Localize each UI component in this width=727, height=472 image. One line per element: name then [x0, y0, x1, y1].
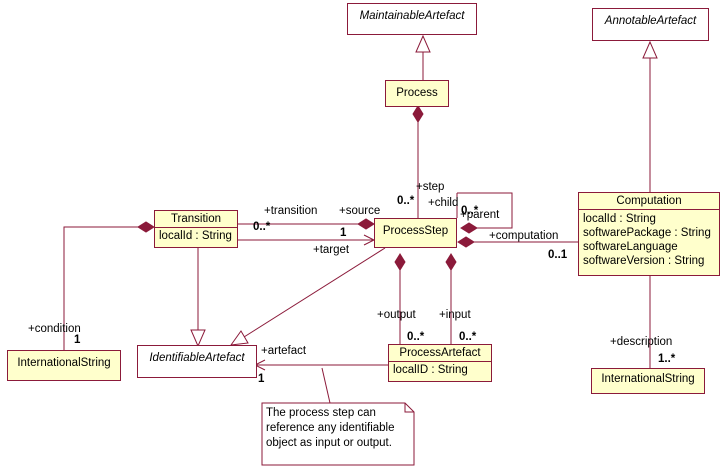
role-child: +child: [428, 197, 459, 209]
mult-output: 0..*: [407, 331, 425, 343]
class-identifiable-artefact: IdentifiableArtefact: [137, 345, 257, 378]
mult-transition: 0..*: [253, 221, 271, 233]
note-anchor-line: [321, 367, 331, 404]
role-source: +source: [339, 205, 381, 217]
class-process-artefact: ProcessArtefact localID : String: [388, 344, 492, 382]
note-shape: [261, 402, 415, 466]
diamond-computation: [457, 236, 475, 248]
mult-child: 0..*: [461, 205, 479, 217]
assoc-self-child-parent: [457, 192, 513, 229]
mult-artefact: 1: [258, 373, 265, 385]
class-international-string-right: InternationalString: [591, 368, 705, 394]
class-transition-attr: localId : String: [159, 230, 232, 242]
class-transition: Transition localId : String: [154, 210, 238, 248]
class-process: Process: [385, 80, 449, 107]
class-computation: Computation localId : String softwarePac…: [578, 192, 720, 276]
mult-source: 1: [340, 227, 347, 239]
note-fold: [404, 403, 414, 413]
role-computation: +computation: [489, 230, 559, 242]
generalization-arrow-process: [415, 34, 431, 53]
class-computation-attr-1: localId : String: [583, 213, 656, 225]
class-computation-attr-4: softwareVersion : String: [583, 255, 705, 267]
role-input: +input: [439, 309, 471, 321]
diamond-self: [460, 222, 478, 234]
role-target: +target: [313, 244, 350, 256]
diamond-process-step: [412, 105, 424, 123]
class-process-step-name: ProcessStep: [382, 225, 449, 237]
note-line-2: reference any identifiable: [266, 422, 395, 434]
mult-description: 1..*: [658, 353, 676, 365]
class-annotable-artefact: AnnotableArtefact: [592, 8, 709, 41]
diamond-output: [394, 253, 406, 271]
mult-condition: 1: [74, 334, 81, 346]
class-computation-attr-2: softwarePackage : String: [583, 227, 711, 239]
class-intl-left-name: InternationalString: [17, 357, 111, 369]
note-text: The process step can reference any ident…: [266, 406, 395, 451]
class-international-string-left: InternationalString: [7, 350, 121, 381]
generalization-arrow-transition: [190, 329, 206, 348]
diamond-condition: [137, 221, 155, 233]
diamond-source: [357, 218, 375, 230]
diamond-input: [445, 253, 457, 271]
class-transition-name: Transition: [155, 211, 237, 228]
generalization-arrow-processstep: [229, 330, 249, 346]
class-process-artefact-attr: localID : String: [393, 364, 468, 376]
generalization-arrow-computation: [642, 40, 658, 59]
generalization-processstep: [243, 247, 386, 338]
note-line-1: The process step can: [266, 407, 376, 419]
class-intl-right-name: InternationalString: [601, 373, 695, 385]
class-computation-attrs: localId : String softwarePackage : Strin…: [579, 210, 719, 269]
role-parent: +parent: [460, 209, 500, 221]
mult-input: 0..*: [459, 331, 477, 343]
mult-step: 0..*: [397, 195, 415, 207]
role-description: +description: [610, 336, 673, 348]
role-step: +step: [416, 181, 445, 193]
class-process-artefact-name: ProcessArtefact: [389, 345, 491, 362]
role-output: +output: [377, 309, 416, 321]
class-maintainable-artefact: MaintainableArtefact: [347, 3, 477, 35]
class-computation-name: Computation: [579, 193, 719, 210]
role-condition: +condition: [28, 323, 81, 335]
note-line-3: object as input or output.: [266, 437, 392, 449]
class-computation-attr-3: softwareLanguage: [583, 241, 678, 253]
class-process-name: Process: [396, 87, 438, 99]
role-artefact: +artefact: [261, 345, 307, 357]
class-process-step: ProcessStep: [374, 218, 457, 248]
mult-computation: 0..1: [548, 249, 568, 261]
assoc-condition: [63, 226, 138, 350]
role-transition: +transition: [264, 205, 318, 217]
